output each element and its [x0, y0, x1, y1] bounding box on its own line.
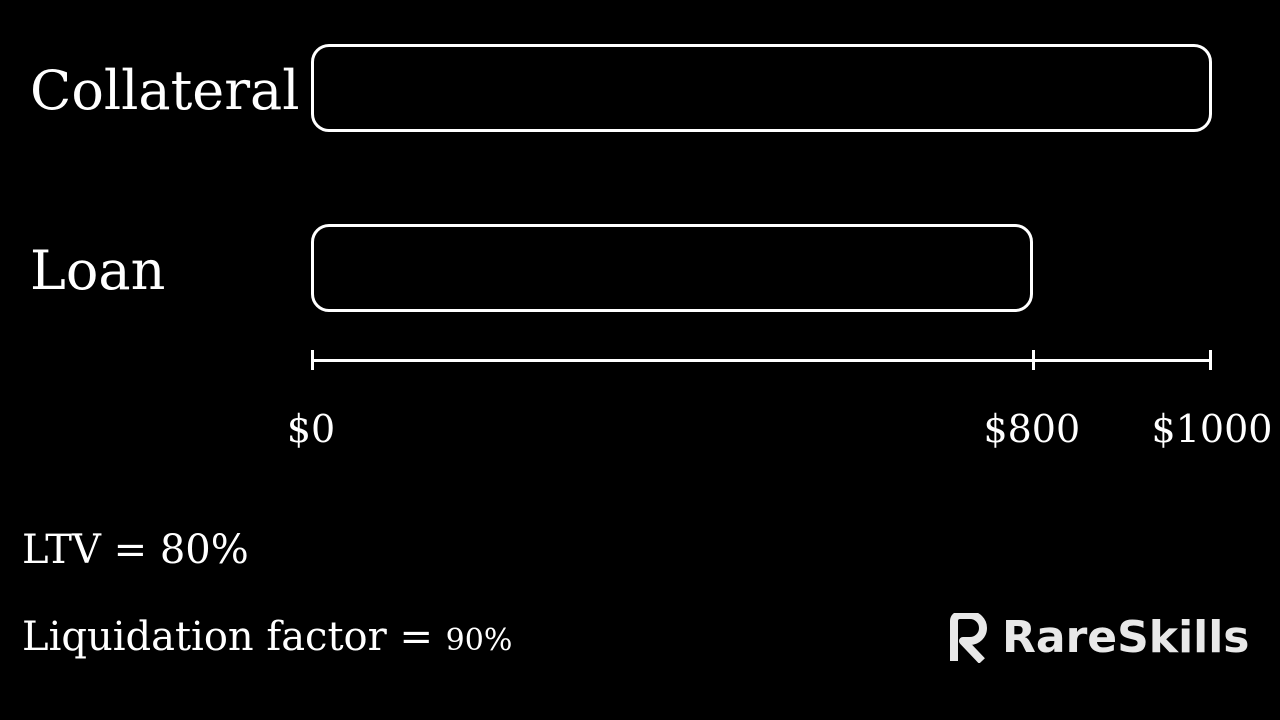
axis-tick-label: $0: [286, 407, 336, 451]
loan-label: Loan: [30, 239, 166, 302]
value-axis: [311, 359, 1212, 362]
axis-tick: [1031, 350, 1035, 370]
axis-tick-label: $800: [983, 407, 1081, 451]
axis-tick: [311, 350, 314, 370]
liquidation-factor-label: Liquidation factor =: [22, 614, 446, 660]
collateral-label: Collateral: [30, 59, 300, 122]
axis-tick: [1209, 350, 1212, 370]
ltv-text: LTV = 80%: [22, 527, 249, 573]
axis-tick-label: $1000: [1151, 407, 1273, 451]
rareskills-logo-icon: [950, 613, 987, 663]
loan-bar: [311, 224, 1033, 312]
brand-name: RareSkills: [1002, 612, 1250, 663]
liquidation-factor-text: Liquidation factor = 90%: [22, 617, 512, 657]
collateral-bar: [311, 44, 1212, 132]
liquidation-factor-value: 90%: [445, 623, 513, 658]
rareskills-brand: RareSkills: [948, 610, 1250, 666]
